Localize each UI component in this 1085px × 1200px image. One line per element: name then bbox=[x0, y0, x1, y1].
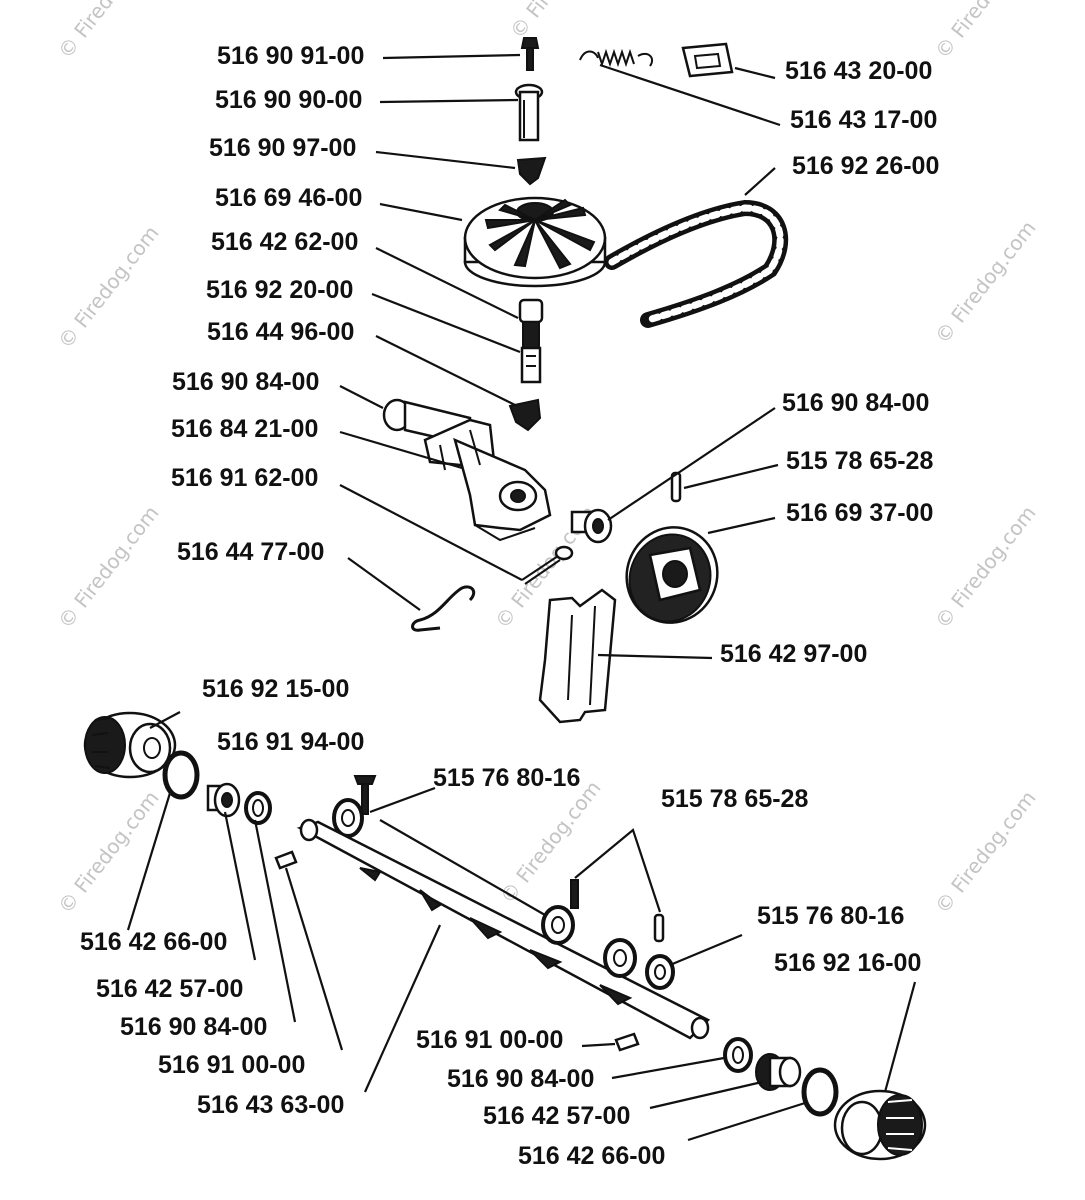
right-wheel-part bbox=[833, 1089, 927, 1161]
belt-part bbox=[604, 199, 789, 328]
lever-part bbox=[538, 588, 617, 724]
part-labels: 516 90 91-00 516 90 90-00 516 90 97-00 5… bbox=[80, 42, 939, 1170]
parts bbox=[83, 37, 927, 1161]
washer-mid-part bbox=[332, 798, 364, 838]
key-right-part bbox=[614, 1032, 640, 1052]
watermark-text: © Firedog.com bbox=[930, 501, 1040, 633]
bushing-axle-left-part bbox=[244, 791, 272, 825]
label-gear-housing: 516 84 21-00 bbox=[171, 415, 318, 443]
label-top-screw: 516 90 91-00 bbox=[217, 42, 364, 70]
leader-lines bbox=[126, 53, 917, 1142]
watermark-text: © Firedog.com bbox=[53, 501, 163, 633]
gear-housing-part bbox=[382, 398, 552, 542]
bracket-part bbox=[681, 42, 734, 78]
label-shaft-upper: 516 42 62-00 bbox=[211, 228, 358, 256]
label-key-left: 516 91 00-00 bbox=[158, 1051, 305, 1079]
watermark-text: © Firedog.com bbox=[495, 776, 605, 908]
top-washer-part bbox=[516, 156, 547, 186]
label-spring: 516 43 17-00 bbox=[790, 106, 937, 134]
watermark-text: © Firedog.com bbox=[930, 786, 1040, 918]
shaft-stack-part bbox=[518, 298, 544, 384]
right-bushing-part bbox=[570, 508, 613, 544]
label-drive-gear: 516 69 37-00 bbox=[786, 499, 933, 527]
bearing-left-part bbox=[206, 782, 241, 818]
label-ring-left: 516 42 66-00 bbox=[80, 928, 227, 956]
label-top-bolt: 516 90 90-00 bbox=[215, 86, 362, 114]
label-bracket: 516 43 20-00 bbox=[785, 57, 932, 85]
top-bolt-part bbox=[514, 83, 544, 142]
watermark-text: © Firedog.com bbox=[505, 0, 615, 43]
bearing-right-part bbox=[755, 1053, 802, 1091]
label-axle: 516 43 63-00 bbox=[197, 1091, 344, 1119]
label-washer-mid: 515 76 80-16 bbox=[433, 764, 580, 792]
spring-hook-part bbox=[411, 585, 476, 632]
mid-pins-part bbox=[570, 879, 665, 943]
label-bushing-axle-right: 516 90 84-00 bbox=[447, 1065, 594, 1093]
label-lever: 516 42 97-00 bbox=[720, 640, 867, 668]
label-washer-right: 515 76 80-16 bbox=[757, 902, 904, 930]
label-wheel-right: 516 92 16-00 bbox=[774, 949, 921, 977]
top-screw-part bbox=[520, 37, 540, 71]
label-wheel-left: 516 92 15-00 bbox=[202, 675, 349, 703]
spring-part bbox=[579, 48, 654, 68]
label-belt: 516 92 26-00 bbox=[792, 152, 939, 180]
label-cotter-pin: 516 91 62-00 bbox=[171, 464, 318, 492]
label-key-right: 516 91 00-00 bbox=[416, 1026, 563, 1054]
label-bearing-left: 516 42 57-00 bbox=[96, 975, 243, 1003]
left-wheel-part bbox=[83, 711, 177, 779]
watermark-text: © Firedog.com bbox=[53, 0, 163, 63]
pulley-part bbox=[463, 196, 607, 288]
label-bushing-left: 516 90 84-00 bbox=[172, 368, 319, 396]
label-pulley: 516 69 46-00 bbox=[215, 184, 362, 212]
watermark-text: © Firedog.com bbox=[53, 221, 163, 353]
label-pin-top: 515 78 65-28 bbox=[786, 447, 933, 475]
axle-washers-part bbox=[541, 905, 675, 990]
label-spring-hook: 516 44 77-00 bbox=[177, 538, 324, 566]
label-bushing-axle-left: 516 90 84-00 bbox=[120, 1013, 267, 1041]
bushing-axle-right-part bbox=[723, 1037, 753, 1073]
axle-part bbox=[296, 818, 711, 1040]
drive-gear-part bbox=[625, 526, 719, 624]
ring-right-part bbox=[801, 1067, 839, 1117]
top-pin-part bbox=[670, 471, 682, 503]
watermark-text: © Firedog.com bbox=[930, 216, 1040, 348]
label-top-washer: 516 90 97-00 bbox=[209, 134, 356, 162]
key-left-part bbox=[274, 850, 298, 870]
label-shaft-lower: 516 44 96-00 bbox=[207, 318, 354, 346]
bolt-mid-part bbox=[353, 775, 377, 815]
label-bushing-right: 516 90 84-00 bbox=[782, 389, 929, 417]
label-ring-right: 516 42 66-00 bbox=[518, 1142, 665, 1170]
cotter-pin-part bbox=[521, 545, 574, 585]
watermark-text: © Firedog.com bbox=[930, 0, 1040, 63]
label-bearing-right: 516 42 57-00 bbox=[483, 1102, 630, 1130]
ring-left-part bbox=[162, 750, 200, 800]
grommet-part bbox=[508, 398, 542, 432]
label-bolt-mid: 516 91 94-00 bbox=[217, 728, 364, 756]
label-pins-mid: 515 78 65-28 bbox=[661, 785, 808, 813]
watermark-text: © Firedog.com bbox=[53, 786, 163, 918]
label-shaft-mid: 516 92 20-00 bbox=[206, 276, 353, 304]
